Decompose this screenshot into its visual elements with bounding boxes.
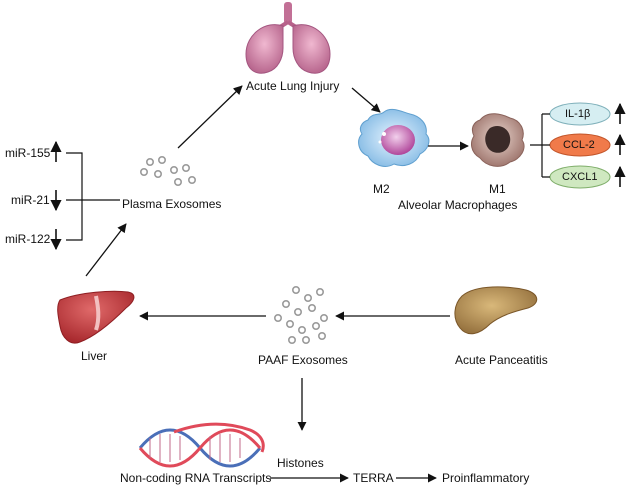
label-il1b: IL-1β — [565, 108, 591, 120]
exosome-cluster-icon — [140, 156, 197, 187]
label-mir21: miR-21 — [11, 193, 50, 207]
label-liver: Liver — [81, 349, 108, 363]
cytokine-bracket — [530, 113, 550, 178]
label-m1: M1 — [489, 182, 506, 196]
label-histones: Histones — [277, 456, 324, 470]
pancreas-icon — [454, 286, 538, 335]
label-terra: TERRA — [353, 471, 394, 485]
mirna-bracket — [66, 152, 120, 241]
rna-helix-icon — [138, 422, 265, 468]
label-m2: M2 — [373, 182, 390, 196]
arrow-lung-to-m2 — [351, 87, 381, 113]
macrophage-m1-icon — [471, 113, 525, 167]
label-acute-pancreatitis: Acute Panceatitis — [455, 353, 548, 367]
label-non-coding-rna: Non-coding RNA Transcripts — [120, 471, 272, 485]
label-mir155: miR-155 — [5, 146, 51, 160]
label-cxcl1: CXCL1 — [562, 171, 598, 183]
liver-icon — [57, 290, 135, 344]
label-proinflammatory: Proinflammatory — [442, 471, 530, 485]
arrow-plasma-to-lung — [177, 85, 243, 149]
lung-icon — [245, 2, 331, 74]
paaf-exosome-cluster-icon — [273, 285, 328, 344]
label-acute-lung-injury: Acute Lung Injury — [246, 79, 340, 93]
arrow-liver-to-plasma — [85, 223, 127, 277]
macrophage-m2-icon — [358, 108, 430, 167]
label-mir122: miR-122 — [5, 232, 51, 246]
label-paaf-exosomes: PAAF Exosomes — [258, 353, 348, 367]
label-plasma-exosomes: Plasma Exosomes — [122, 197, 222, 211]
label-ccl2: CCL-2 — [563, 139, 595, 151]
label-alveolar-macrophages: Alveolar Macrophages — [398, 198, 518, 212]
